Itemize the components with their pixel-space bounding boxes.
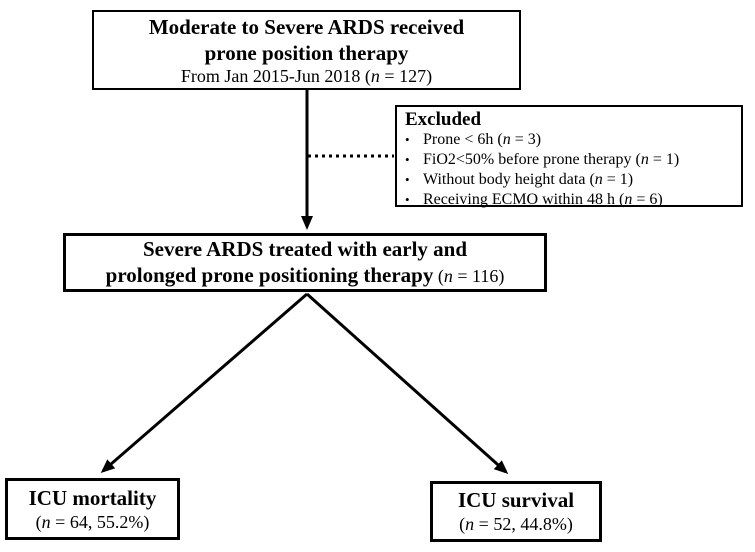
bullet-icon: • xyxy=(405,192,410,207)
survival-count-note: (n = 52, 44.8%) xyxy=(459,514,573,534)
enrollment-note-n: n xyxy=(370,65,380,86)
enrollment-note-post: = 127) xyxy=(379,65,433,86)
excluded-item-text: FiO2<50% before prone therapy (n = 1) xyxy=(423,151,680,168)
excluded-title: Excluded xyxy=(405,109,482,130)
box-icu-mortality: ICU mortality (n = 64, 55.2%) xyxy=(5,478,180,540)
box-excluded: Excluded • Prone < 6h (n = 3) • FiO2<50% b… xyxy=(395,105,743,210)
enrollment-count-note: From Jan 2015-Jun 2018 (n = 127) xyxy=(181,66,432,87)
bullet-icon: • xyxy=(405,172,410,187)
survival-title: ICU survival xyxy=(457,488,575,512)
excluded-item-text: Receiving ECMO within 48 h (n = 6) xyxy=(423,191,663,208)
mortality-title: ICU mortality xyxy=(28,485,157,510)
excluded-item: • Prone < 6h (n = 3) xyxy=(405,130,737,150)
bullet-icon: • xyxy=(405,152,410,167)
excluded-item: • Receiving ECMO within 48 h (n = 6) xyxy=(405,190,737,210)
box-treated-cohort: Severe ARDS treated with early and prolo… xyxy=(63,233,547,292)
excluded-item: • FiO2<50% before prone therapy (n = 1) xyxy=(405,150,737,170)
mortality-count-note: (n = 64, 55.2%) xyxy=(35,511,150,532)
arrow-middle-to-survival xyxy=(305,292,509,475)
cohort-line2-bold: prolonged prone positioning therapy xyxy=(105,263,434,287)
enrollment-note-pre: From Jan 2015-Jun 2018 ( xyxy=(180,65,371,86)
bullet-icon: • xyxy=(405,132,410,147)
excluded-item-text: Prone < 6h (n = 3) xyxy=(423,131,542,148)
box-icu-survival: ICU survival (n = 52, 44.8%) xyxy=(430,481,602,542)
enrollment-title-line2: prone position therapy xyxy=(204,40,409,65)
enrollment-title-line1: Moderate to Severe ARDS received xyxy=(148,14,465,39)
excluded-item: • Without body height data (n = 1) xyxy=(405,170,737,190)
excluded-item-text: Without body height data (n = 1) xyxy=(423,171,634,188)
cohort-title-line2: prolonged prone positioning therapy (n =… xyxy=(106,262,505,289)
cohort-count-note: (n = 116) xyxy=(433,266,505,286)
box-enrollment: Moderate to Severe ARDS received prone p… xyxy=(92,10,521,90)
cohort-title-line1: Severe ARDS treated with early and xyxy=(142,237,468,261)
arrow-middle-to-mortality xyxy=(100,292,308,473)
